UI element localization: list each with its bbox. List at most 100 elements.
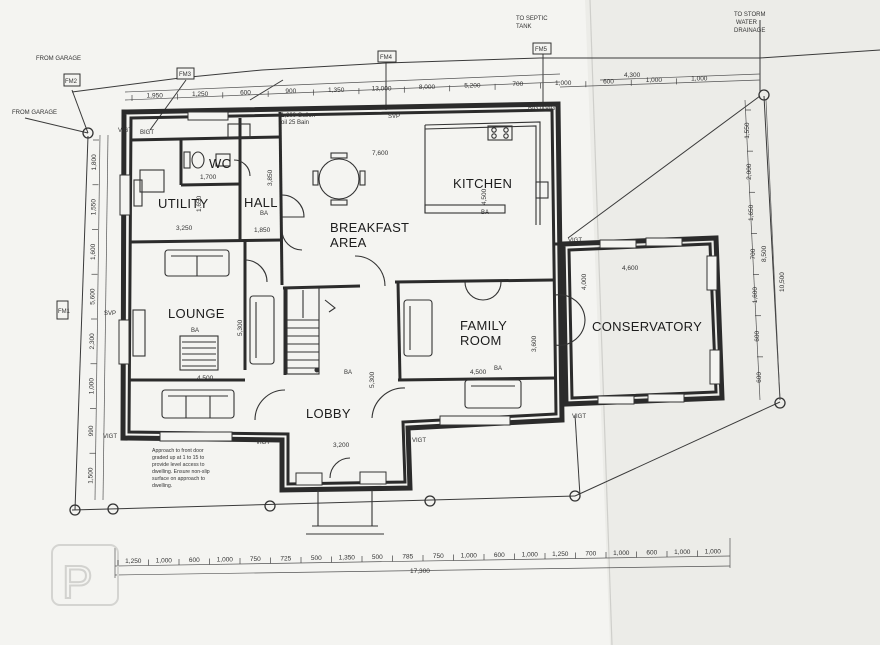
dim-bottom-label-11: 1,000 <box>461 552 478 559</box>
dim-right-label-4: 1,600 <box>752 287 759 304</box>
dim-right-label-0: 1,550 <box>744 122 751 139</box>
dining-table <box>312 152 366 206</box>
dimension-lines-bottom <box>114 538 731 578</box>
dim-top-extra: 4,300 <box>624 72 641 79</box>
dim-lobby-width: 3,200 <box>333 442 350 449</box>
label-vigt-5: VIGT <box>412 438 426 444</box>
dim-right-label-5: 600 <box>754 330 761 341</box>
dim-bottom-label-19: 1,000 <box>705 548 722 555</box>
dim-bottom-label-4: 750 <box>250 556 261 563</box>
label-storm-water: WATER <box>736 20 758 26</box>
label-vigt-1: VIGT <box>118 128 132 134</box>
dim-top-label-7: 5,200 <box>464 83 481 90</box>
room-label-utility: UTILITY <box>158 196 209 211</box>
dim-bottom-label-10: 750 <box>433 553 444 560</box>
dim-hall-width: 1,850 <box>254 227 271 234</box>
approach-note-line-4: dwelling. Ensure non-slip <box>152 469 210 475</box>
inspection-chambers <box>56 42 786 516</box>
staircase <box>286 287 336 375</box>
watermark-letter: P <box>62 556 93 608</box>
label-ba-lounge: BA <box>191 328 199 334</box>
interior-dimensions: 1,700 3,250 1,650 1,850 3,850 7,600 4,50… <box>176 150 639 449</box>
dim-bottom-label-7: 1,350 <box>339 554 356 561</box>
dim-breakfast-width: 7,600 <box>372 150 389 157</box>
label-fm5: FM5 <box>535 47 548 53</box>
label-vigt-3: VIGT <box>103 434 117 440</box>
dim-bottom-label-16: 1,000 <box>613 550 630 557</box>
dim-top-label-6: 8,000 <box>419 84 436 91</box>
room-label-hall: HALL <box>244 195 278 210</box>
dim-right-total-2: 10,500 <box>779 272 786 292</box>
dim-left-label-5: 1,000 <box>88 378 95 395</box>
dim-top-label-11: 1,000 <box>646 77 663 84</box>
label-ba-lobby: BA <box>344 370 352 376</box>
dim-top-label-4: 1,350 <box>328 87 345 94</box>
room-label-breakfast: BREAKFAST <box>330 220 409 235</box>
paper-sheet-right <box>585 0 880 645</box>
dim-right-label-2: 1,650 <box>748 204 755 221</box>
dim-left-label-6: 990 <box>88 425 95 436</box>
label-septic-tank: TANK <box>516 24 532 30</box>
annotation-labels: FROM GARAGE FROM GARAGE TO SEPTIC TANK T… <box>12 12 765 489</box>
dim-lounge-width: 4,500 <box>197 375 214 382</box>
room-label-lounge: LOUNGE <box>168 306 225 321</box>
label-ba-family: BA <box>494 366 502 372</box>
dim-left-label-3: 5,600 <box>89 288 96 305</box>
dimension-lines-sides <box>94 99 781 501</box>
watermark-logo: P <box>51 544 119 609</box>
label-from-garage-top: FROM GARAGE <box>36 56 81 62</box>
dim-bottom-label-12: 600 <box>494 552 505 559</box>
label-vigt-7: VIGT <box>568 238 582 244</box>
dim-top-label-10: 600 <box>603 79 614 86</box>
dim-utility-width: 3,250 <box>176 225 193 232</box>
label-ba-hall: BA <box>260 211 268 217</box>
dim-hall-height: 3,850 <box>267 169 274 186</box>
dim-left-label-0: 1,800 <box>91 154 98 171</box>
room-label-family: FAMILY <box>460 318 507 333</box>
dim-right-total-1: 8,500 <box>761 245 768 262</box>
label-vigt-2: VIGT <box>545 106 559 112</box>
approach-note-line-6: dwelling. <box>152 483 172 489</box>
wc-utility-fittings <box>133 123 251 207</box>
room-label-kitchen: KITCHEN <box>453 176 512 191</box>
room-label-conservatory: CONSERVATORY <box>592 319 702 334</box>
dim-bottom-label-15: 700 <box>585 550 596 557</box>
dim-top-label-8: 700 <box>512 81 523 88</box>
dim-top-label-5: 13,000 <box>372 85 392 92</box>
dim-bottom-label-13: 1,000 <box>522 551 539 558</box>
label-bigt-2: BIGT <box>528 106 542 112</box>
paper-sheet-left <box>0 0 610 645</box>
dim-right-label-3: 700 <box>750 248 757 259</box>
room-labels: WC HALL UTILITY BREAKFAST AREA KITCHEN L… <box>158 156 702 421</box>
room-label-breakfast-area: AREA <box>330 235 367 250</box>
label-fm3: FM3 <box>179 72 192 78</box>
label-svp-1: SVP <box>388 114 400 120</box>
dim-conservatory-height: 4,000 <box>581 273 588 290</box>
label-bigt-1: BIGT <box>140 130 154 136</box>
dim-bottom-label-1: 1,000 <box>156 557 173 564</box>
front-steps <box>306 490 384 535</box>
dim-utility-height: 1,650 <box>196 195 203 212</box>
dimension-lines-top <box>124 73 761 101</box>
label-storm-drainage: DRAINAGE <box>734 28 765 34</box>
room-label-wc: WC <box>209 156 231 171</box>
dim-kitchen-height: 4,500 <box>481 188 488 205</box>
dim-bottom-label-5: 725 <box>280 555 291 562</box>
dim-bottom-label-14: 1,250 <box>552 551 569 558</box>
dim-bottom-total: 17,300 <box>410 568 430 575</box>
dim-left-label-4: 2,300 <box>89 333 96 350</box>
dim-left-label-2: 1,600 <box>90 243 97 260</box>
dim-bottom-label-0: 1,250 <box>125 558 142 565</box>
dim-bottom-label-18: 1,000 <box>674 549 691 556</box>
dim-lobby-height: 5,300 <box>369 371 376 388</box>
lounge-furniture <box>132 249 275 419</box>
approach-note-line-1: Approach to front door <box>152 448 204 454</box>
label-to-septic: TO SEPTIC <box>516 16 548 22</box>
dim-left-label-1: 1,550 <box>90 199 97 216</box>
dim-lounge-height: 5,300 <box>237 319 244 336</box>
conservatory-walls <box>560 235 725 407</box>
dim-conservatory-width: 4,600 <box>622 265 639 272</box>
